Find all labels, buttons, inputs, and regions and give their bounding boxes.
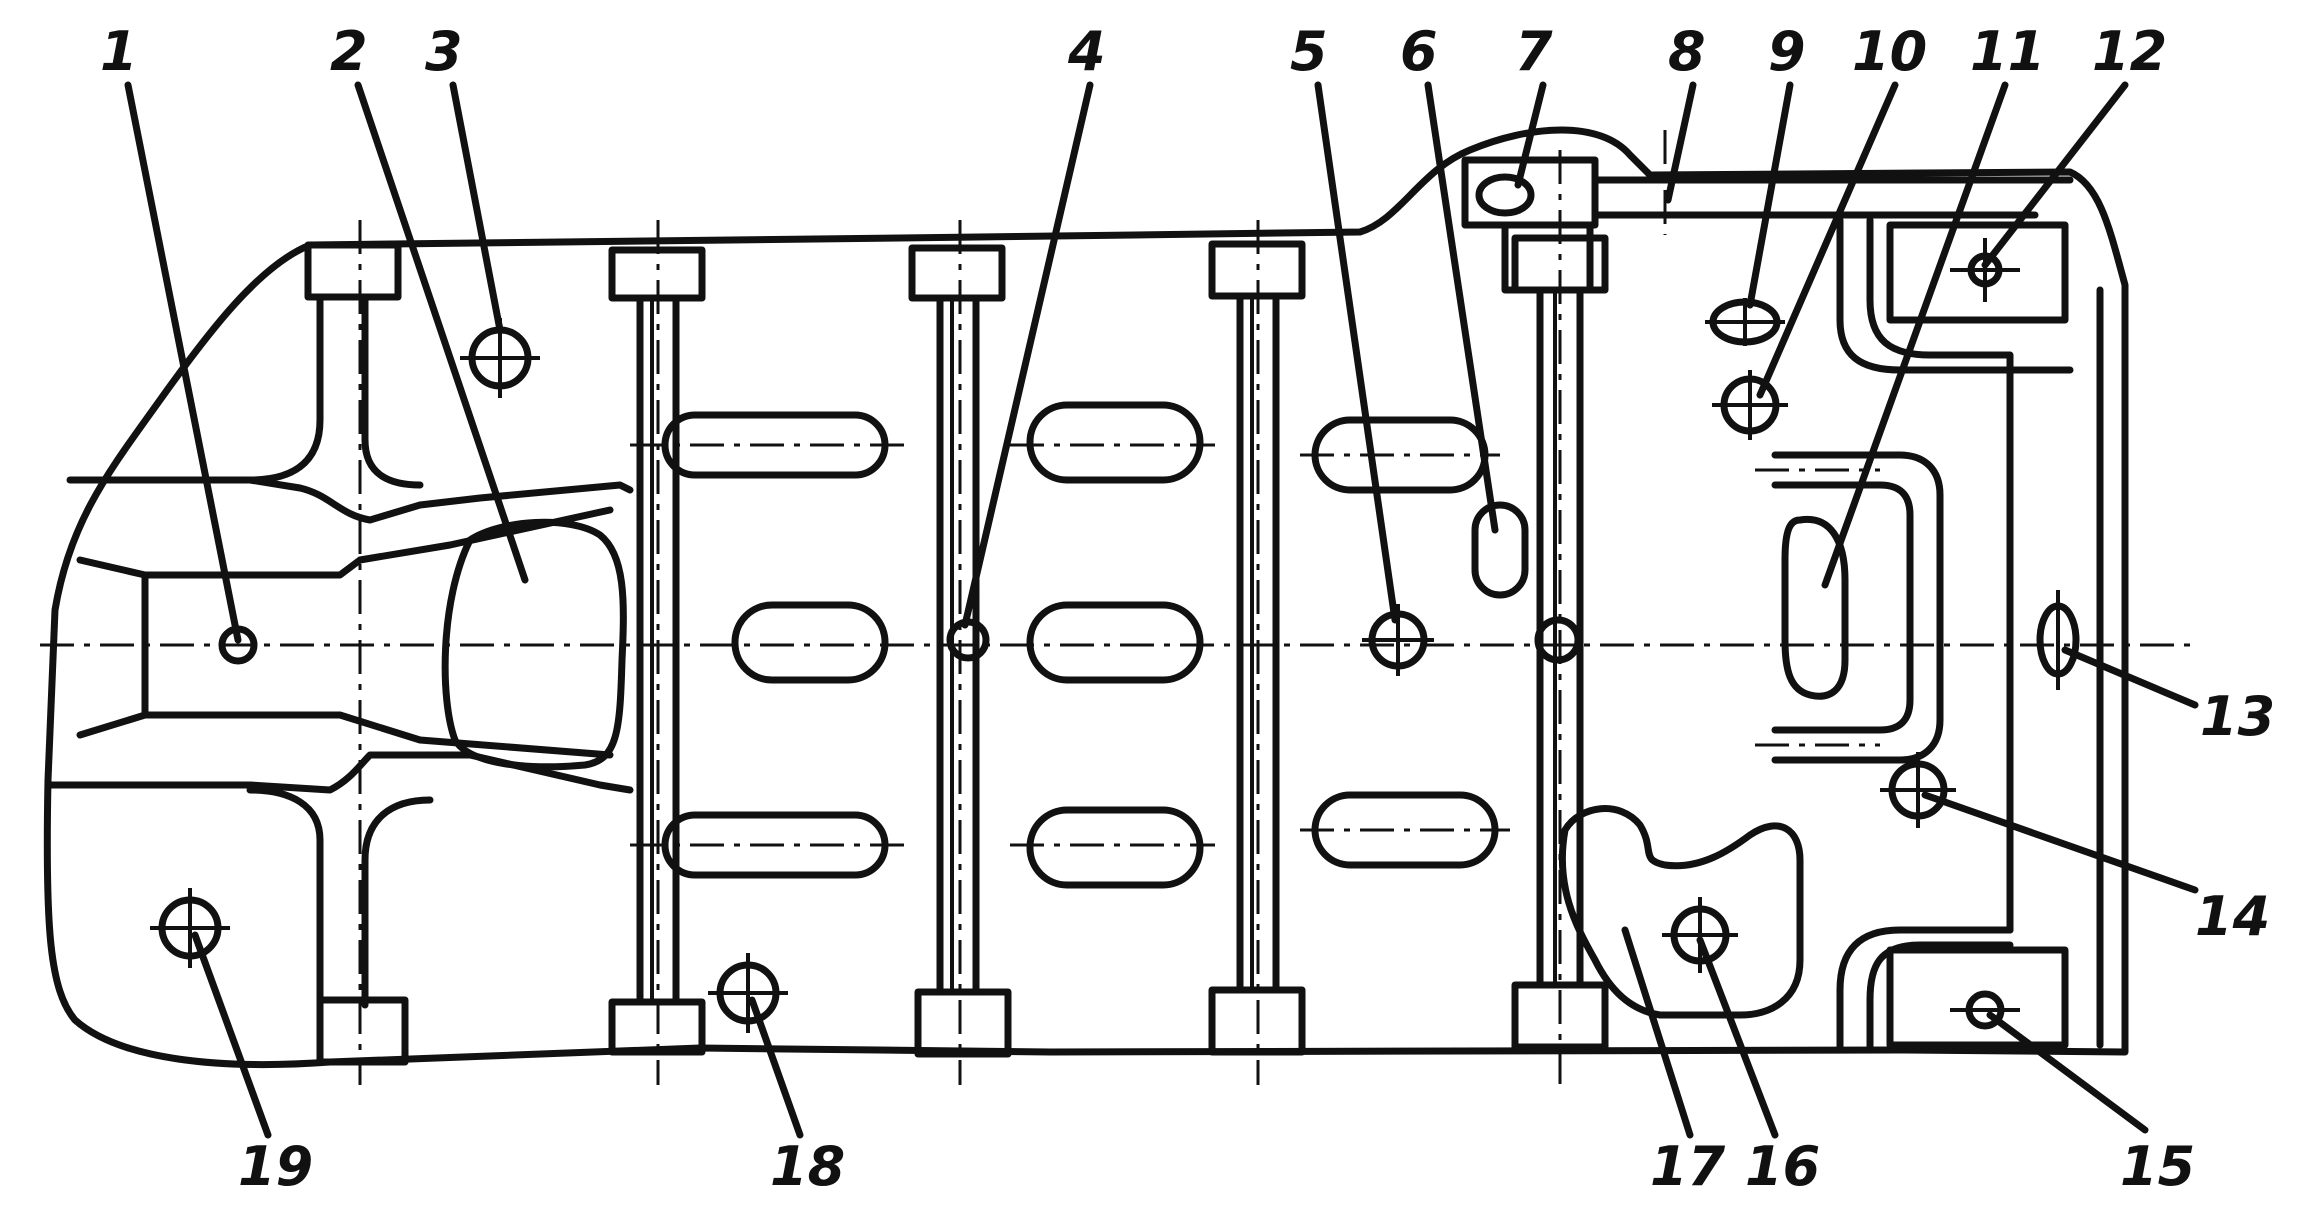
right-frame-lower <box>1836 926 2014 1054</box>
callout-6: 6 <box>1400 20 1438 83</box>
callout-19: 19 <box>238 1135 313 1198</box>
callout-10: 10 <box>1852 20 1927 83</box>
callout-12: 12 <box>2092 20 2167 83</box>
callout-1: 1 <box>100 20 138 83</box>
top-boss-neck <box>1501 221 1594 294</box>
callout-15: 15 <box>2120 1135 2195 1198</box>
left-rib <box>246 296 434 1009</box>
left-channel-lower <box>46 751 634 794</box>
callout-17: 17 <box>1650 1135 1726 1198</box>
callout-2: 2 <box>330 20 368 83</box>
callout-labels: 1 2 3 4 5 6 7 8 9 10 11 12 13 14 15 16 1… <box>100 20 2275 1198</box>
left-channel-inner <box>76 556 149 739</box>
holes <box>150 238 2080 1033</box>
left-channel <box>66 476 634 524</box>
callout-14: 14 <box>2195 885 2270 948</box>
upper-right-block <box>1886 221 2069 324</box>
right-frame <box>1836 216 2074 934</box>
top-boss-hole <box>1475 173 1535 217</box>
callout-9: 9 <box>1768 20 1806 83</box>
callout-11: 11 <box>1970 20 2045 83</box>
rib-cap-top-1 <box>304 241 402 301</box>
large-cavity <box>441 518 627 771</box>
callout-7: 7 <box>1515 20 1553 83</box>
callout-3: 3 <box>425 20 463 83</box>
plate-outline <box>43 126 2129 1069</box>
callout-8: 8 <box>1668 20 1706 83</box>
callout-4: 4 <box>1067 20 1106 83</box>
left-channel-mouth <box>141 506 614 759</box>
leaders <box>124 81 2199 1139</box>
lug <box>1558 805 1804 1019</box>
callout-5: 5 <box>1290 20 1328 83</box>
callout-18: 18 <box>770 1135 845 1198</box>
lower-right-block <box>1886 946 2069 1049</box>
callout-13: 13 <box>2200 685 2275 748</box>
rib-cap-bottom-1 <box>316 996 409 1066</box>
callout-16: 16 <box>1745 1135 1820 1198</box>
ribs <box>608 234 1609 1058</box>
